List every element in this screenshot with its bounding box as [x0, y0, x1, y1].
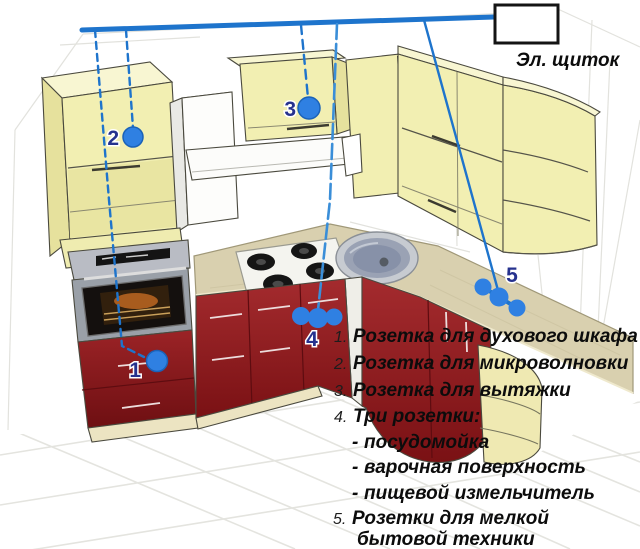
- burner: [247, 253, 275, 271]
- main-supply-wire: [79, 14, 497, 33]
- legend-item-num: 4.: [334, 409, 347, 426]
- legend-item-text: Розетка для микроволновки: [353, 353, 629, 374]
- outlet-4c: [325, 308, 343, 326]
- cabinet-handle: [431, 134, 461, 148]
- panel-label: Эл. щиток: [516, 50, 621, 71]
- legend-subitem-text: посудомойка: [364, 432, 490, 453]
- base-corner-open-shelf: [477, 344, 543, 465]
- legend-item-num: 5.: [333, 511, 346, 528]
- legend-item-text: Розетка для вытяжки: [353, 380, 571, 401]
- marker-label-3: 3: [284, 98, 296, 121]
- legend-subitem-text: варочная поверхность: [364, 457, 586, 478]
- legend-subitem-dash: -: [352, 432, 358, 453]
- outlet-5b: [489, 287, 509, 307]
- burner: [291, 243, 317, 259]
- cabinet-handle: [427, 198, 457, 214]
- wire-drop-3: [299, 23, 310, 100]
- electrical-panel: Эл. щиток: [493, 3, 621, 71]
- outlet-4b: [308, 308, 328, 328]
- oven-base-drawers: [77, 329, 199, 443]
- outlet-markers: 1 2 3 4 5: [106, 96, 526, 384]
- left-wall-cabinet: [40, 61, 181, 258]
- outlet-2: [122, 126, 144, 148]
- right-wall-cabinet: [397, 45, 504, 253]
- legend-item-text: Розетки для мелкой: [352, 508, 549, 529]
- oven-handle: [83, 266, 187, 281]
- legend-item-num: 3.: [334, 383, 347, 400]
- legend-item-text: Три розетки:: [353, 406, 480, 427]
- sink-drain: [379, 257, 389, 267]
- outlet-5a: [474, 278, 492, 296]
- cabinet-handle: [91, 164, 141, 172]
- marker-label-5: 5: [506, 264, 518, 287]
- marker-label-4: 4: [306, 328, 318, 351]
- legend-item-text-cont: бытовой техники: [357, 529, 535, 549]
- outlet-1: [145, 349, 169, 373]
- cabinet-handle: [286, 123, 330, 131]
- corner-open-shelf-unit: [502, 76, 601, 255]
- legend-item-num: 2.: [333, 356, 347, 373]
- plinth: [195, 385, 323, 430]
- wire-drop-5: [422, 18, 501, 296]
- kitchen-sink: [335, 231, 419, 285]
- legend-subitem-dash: -: [352, 483, 358, 504]
- wire-drop-2: [124, 28, 135, 130]
- legend-item-num: 1.: [334, 329, 347, 346]
- corner-wall-cabinet: [341, 53, 409, 199]
- burner: [306, 262, 334, 280]
- outlet-3: [297, 96, 321, 120]
- legend-subitem-dash: -: [352, 457, 358, 478]
- panel-box: [493, 3, 560, 45]
- wire-drop-1: [93, 28, 146, 359]
- wire-drop-4: [316, 22, 339, 312]
- oven-column: [59, 227, 193, 343]
- outlet-5c: [508, 299, 526, 317]
- marker-label-2: 2: [107, 127, 119, 150]
- wiring-overlay: [79, 14, 519, 359]
- legend-item-text: Розетка для духового шкафа: [353, 326, 638, 347]
- legend: 1. Розетка для духового шкафа 2. Розетка…: [333, 326, 638, 549]
- legend-subitem-text: пищевой измельчитель: [364, 483, 595, 504]
- marker-label-1: 1: [129, 359, 141, 382]
- outlet-4a: [292, 307, 310, 325]
